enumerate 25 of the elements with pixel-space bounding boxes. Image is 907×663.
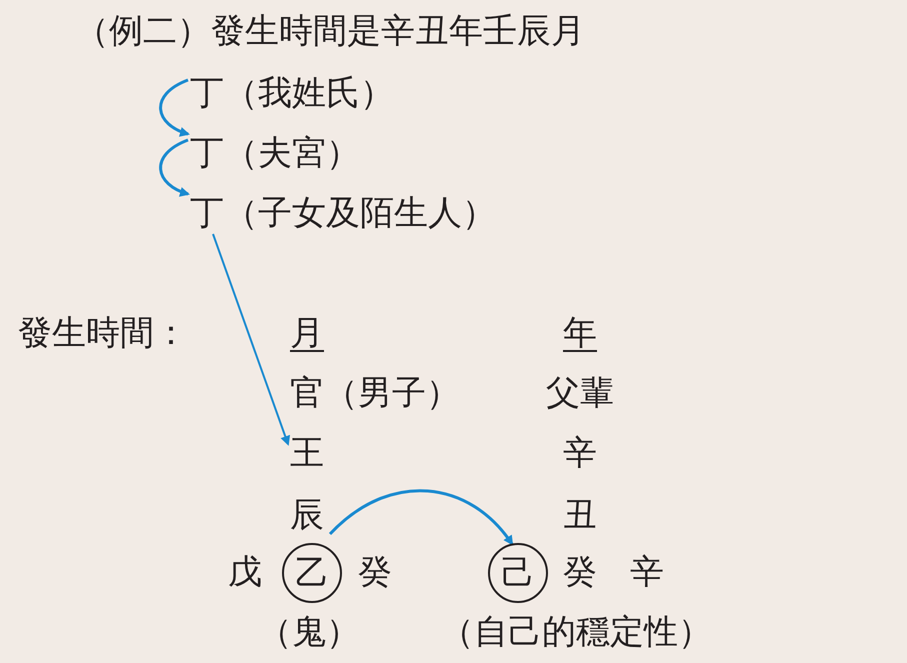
node-text: 丁（我姓氏） <box>190 72 394 114</box>
label-text: 官（男子） <box>290 372 460 414</box>
label-text: 戊 <box>228 551 262 593</box>
circled-character: 乙 <box>282 543 342 603</box>
node-text: 丁（夫宮） <box>190 132 360 174</box>
label-text: 父輩 <box>546 372 614 414</box>
node-text: 辰 <box>290 494 324 536</box>
label-text: （自己的穩定性） <box>440 611 712 653</box>
circled-character: 己 <box>488 543 548 603</box>
column-heading: 月 <box>290 312 324 354</box>
arrow <box>159 138 190 196</box>
arrow <box>212 234 290 446</box>
column-heading: 年 <box>563 312 597 354</box>
label-text: 丑 <box>563 494 597 536</box>
label-text: 癸 <box>563 551 597 593</box>
arrow <box>159 78 190 136</box>
label-text: 辛 <box>630 551 664 593</box>
node-text: 王 <box>290 432 324 474</box>
label-text: （鬼） <box>258 611 360 653</box>
title: （例二）發生時間是辛丑年壬辰月 <box>75 10 585 52</box>
arrow <box>328 490 514 546</box>
label-text: 辛 <box>563 432 597 474</box>
node-text: 丁（子女及陌生人） <box>190 192 496 234</box>
label-text: 發生時間： <box>18 312 188 354</box>
label-text: 癸 <box>358 551 392 593</box>
